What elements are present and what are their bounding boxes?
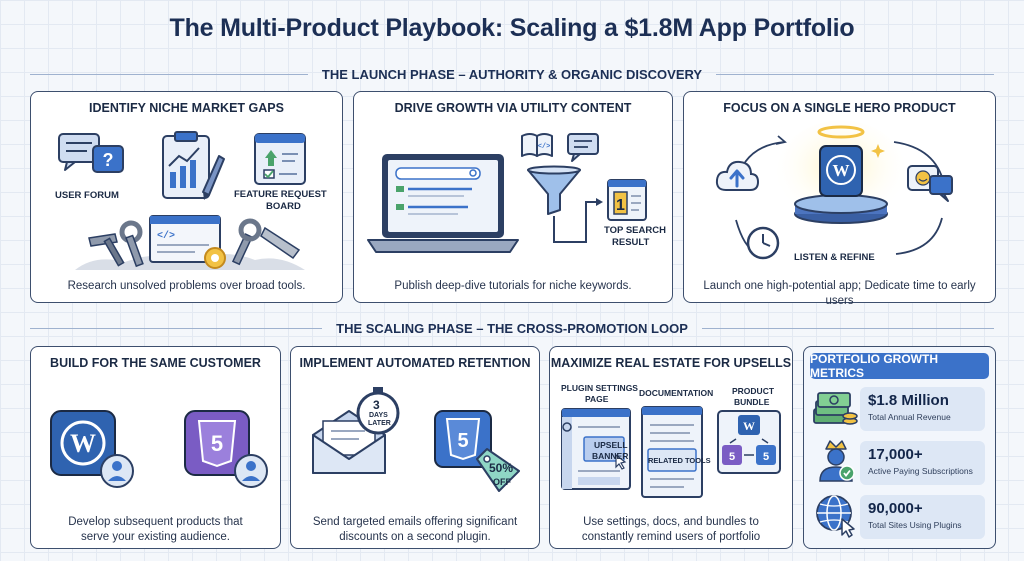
discount-off-label: OFF (493, 477, 511, 487)
card-caption-line-1: Develop subsequent products that (68, 516, 243, 528)
card-upsell-real-estate: MAXIMIZE REAL ESTATE FOR UPSELLS PLUGIN … (549, 346, 793, 549)
launch-phase-header: THE LAUNCH PHASE – AUTHORITY & ORGANIC D… (30, 64, 994, 84)
card-caption-line-2: serve your existing audience. (81, 531, 230, 543)
product-bundle-icon: W 5 5 (717, 410, 781, 474)
money-stack-icon (813, 392, 858, 425)
svg-text:5: 5 (457, 430, 468, 452)
html5-plugin-icon: 5 (434, 410, 492, 468)
card-caption-line-2: discounts on a second plugin. (339, 531, 491, 543)
tools-code-window-icon: </> (75, 215, 305, 270)
documentation-label: DOCUMENTATION (639, 388, 714, 398)
metric-subscriptions: 17,000+ Active Paying Subscriptions (860, 441, 985, 485)
card-identify-niche-gaps: IDENTIFY NICHE MARKET GAPS ? USER FORUM … (30, 91, 343, 303)
plugin-settings-page-label: PAGE (585, 394, 609, 404)
clipboard-chart-icon (162, 131, 225, 200)
laptop-search-icon (367, 154, 519, 253)
svg-text:W: W (743, 419, 755, 433)
later-label: LATER (368, 420, 391, 427)
related-tools-label: RELATED TOOLS (648, 456, 711, 465)
stopwatch-icon (356, 387, 400, 435)
upsell-banner-label: BANNER (592, 451, 629, 461)
svg-text:</>: </> (157, 230, 175, 242)
feature-request-label: FEATURE REQUEST (234, 189, 327, 200)
scaling-phase-heading: THE SCALING PHASE – THE CROSS-PROMOTION … (336, 320, 688, 336)
portfolio-metrics-panel: PORTFOLIO GROWTH METRICS $1.8 Million To… (803, 346, 996, 549)
product-label: PRODUCT (732, 386, 775, 396)
documentation-page-icon (641, 406, 703, 498)
funnel-icon (527, 165, 603, 243)
upsell-label: UPSELL (594, 440, 628, 450)
card-automated-retention: IMPLEMENT AUTOMATED RETENTION 3 DAYS LAT… (290, 346, 540, 549)
card-title: IMPLEMENT AUTOMATED RETENTION (299, 356, 531, 370)
metric-value: $1.8 Million (868, 392, 949, 409)
card-caption-line-1: Send targeted emails offering significan… (312, 516, 518, 528)
card-title: FOCUS ON A SINGLE HERO PRODUCT (723, 101, 956, 115)
card-caption: Launch one high-potential app; Dedicate … (703, 280, 976, 307)
card-title: MAXIMIZE REAL ESTATE FOR UPSELLS (550, 356, 792, 370)
card-utility-content: DRIVE GROWTH VIA UTILITY CONTENT </> (353, 91, 673, 303)
plugin-settings-label: PLUGIN SETTINGS (561, 383, 638, 393)
card-caption: Research unsolved problems over broad to… (67, 280, 306, 292)
discount-tag-icon (476, 448, 520, 492)
book-icon: </> (521, 133, 553, 157)
wordpress-user-icon: W (50, 410, 134, 488)
metric-sites: 90,000+ Total Sites Using Plugins (860, 495, 985, 539)
card-title: DRIVE GROWTH VIA UTILITY CONTENT (394, 101, 632, 115)
metric-revenue: $1.8 Million Total Annual Revenue (860, 387, 985, 431)
globe-cursor-icon (816, 495, 855, 538)
card-title: BUILD FOR THE SAME CUSTOMER (50, 356, 261, 370)
card-hero-product: FOCUS ON A SINGLE HERO PRODUCT W (683, 91, 996, 307)
crowned-user-icon (819, 440, 855, 482)
metric-label: Active Paying Subscriptions (868, 466, 973, 476)
card-caption-line-2: constantly remind users of portfolio (581, 531, 761, 543)
svg-text:?: ? (103, 150, 114, 170)
settings-page-icon (561, 408, 631, 490)
metric-label: Total Annual Revenue (868, 412, 951, 422)
card-title: IDENTIFY NICHE MARKET GAPS (89, 101, 284, 115)
email-envelope-icon (312, 410, 386, 474)
svg-text:5: 5 (211, 431, 223, 456)
feature-request-board-label: BOARD (266, 201, 301, 212)
user-forum-label: USER FORUM (55, 190, 119, 201)
cloud-upload-icon (715, 160, 760, 191)
listen-refine-label: LISTEN & REFINE (794, 252, 875, 263)
bundle-label: BUNDLE (734, 397, 770, 407)
days-label: DAYS (369, 412, 388, 419)
chat-bubbles-icon: ? (58, 133, 124, 173)
svg-text:W: W (70, 429, 96, 458)
top-search-result-icon: 1 (607, 179, 647, 221)
card-caption: Publish deep-dive tutorials for niche ke… (394, 280, 632, 292)
hero-pedestal-icon: W (777, 120, 905, 224)
feedback-smile-icon (907, 165, 953, 202)
feature-request-board-icon (254, 133, 306, 185)
html5-user-icon: 5 (184, 410, 268, 488)
clock-icon (746, 226, 780, 260)
svg-text:1: 1 (616, 197, 625, 214)
top-search-result-label: RESULT (612, 237, 650, 248)
metrics-heading: PORTFOLIO GROWTH METRICS (810, 352, 989, 380)
svg-text:5: 5 (729, 451, 735, 463)
discount-percent-label: 50% (489, 461, 514, 475)
svg-text:</>: </> (538, 143, 551, 151)
launch-phase-heading: THE LAUNCH PHASE – AUTHORITY & ORGANIC D… (321, 66, 703, 82)
card-caption-line-1: Use settings, docs, and bundles to (583, 516, 759, 528)
speech-bubble-icon (567, 133, 599, 162)
page-title: The Multi-Product Playbook: Scaling a $1… (169, 14, 855, 42)
svg-text:5: 5 (763, 451, 769, 463)
metric-value: 17,000+ (868, 446, 923, 463)
top-search-label: TOP SEARCH (604, 225, 666, 236)
metric-value: 90,000+ (868, 500, 923, 517)
scaling-phase-header: THE SCALING PHASE – THE CROSS-PROMOTION … (30, 318, 994, 338)
card-same-customer: BUILD FOR THE SAME CUSTOMER W 5 Develop … (30, 346, 281, 549)
days-later-number: 3 (373, 398, 380, 412)
svg-text:W: W (833, 161, 850, 180)
metric-label: Total Sites Using Plugins (868, 520, 962, 530)
